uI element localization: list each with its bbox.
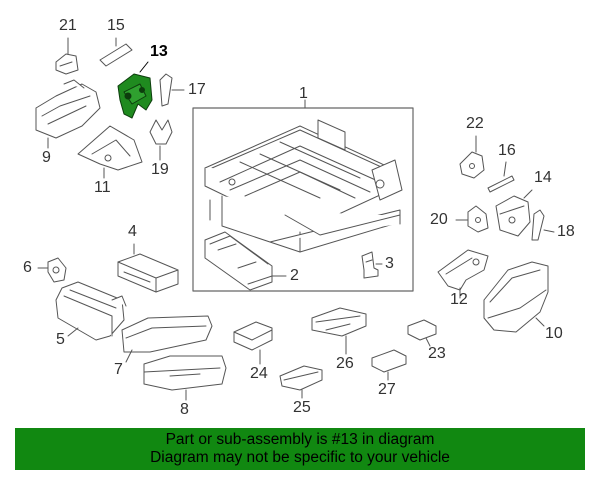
callout-5: 5 <box>56 331 65 348</box>
callout-1: 1 <box>299 85 308 102</box>
callout-25: 25 <box>293 399 311 416</box>
part-8-shape <box>143 355 227 391</box>
callout-19: 19 <box>151 161 169 178</box>
callout-7: 7 <box>114 361 123 378</box>
callout-16: 16 <box>498 142 516 159</box>
part-25-shape <box>279 365 323 391</box>
part-21-shape <box>55 53 79 75</box>
leader-13 <box>139 61 149 73</box>
callout-22: 22 <box>466 115 484 132</box>
callout-21: 21 <box>59 17 77 34</box>
callout-15: 15 <box>107 17 125 34</box>
part-20-shape <box>467 205 489 233</box>
part-16-shape <box>487 175 515 193</box>
part-10-shape <box>483 261 549 333</box>
callout-18: 18 <box>557 223 575 240</box>
seat-frame-box <box>192 107 414 292</box>
callout-3: 3 <box>385 255 394 272</box>
part-13-shape <box>117 73 153 119</box>
part-9-shape <box>35 79 101 139</box>
part-14-shape <box>495 195 531 237</box>
callout-14: 14 <box>534 169 552 186</box>
part-22-shape <box>459 151 485 179</box>
part-7-shape <box>121 315 213 353</box>
part-24-shape <box>233 321 273 351</box>
callout-27: 27 <box>378 381 396 398</box>
part-3-shape <box>361 251 379 279</box>
part-5-shape <box>55 281 127 341</box>
callout-17: 17 <box>188 81 206 98</box>
callout-20: 20 <box>430 211 448 228</box>
callout-8: 8 <box>180 401 189 418</box>
callout-24: 24 <box>250 365 268 382</box>
banner-line-1: Part or sub-assembly is #13 in diagram <box>165 431 435 448</box>
part-15-shape <box>99 43 133 67</box>
part-4-shape <box>117 253 179 293</box>
callout-2: 2 <box>290 267 299 284</box>
notice-banner: Part or sub-assembly is #13 in diagram D… <box>15 428 585 470</box>
seat-frame-shape <box>204 119 403 253</box>
callout-23: 23 <box>428 345 446 362</box>
part-23-shape <box>407 319 437 341</box>
callout-9: 9 <box>42 149 51 166</box>
callout-26: 26 <box>336 355 354 372</box>
part-11-shape <box>77 125 143 171</box>
banner-line-2: Diagram may not be specific to your vehi… <box>150 449 450 466</box>
part-27-shape <box>371 349 407 373</box>
callout-10: 10 <box>545 325 563 342</box>
callout-12: 12 <box>450 291 468 308</box>
part-6-shape <box>47 257 67 283</box>
part-18-shape <box>531 209 545 241</box>
part-12-shape <box>437 249 489 291</box>
part-17-shape <box>159 73 173 107</box>
part-2-shape <box>204 231 273 291</box>
callout-11: 11 <box>94 179 111 196</box>
part-19-shape <box>149 119 173 145</box>
callout-4: 4 <box>128 223 137 240</box>
part-26-shape <box>311 307 367 337</box>
callout-6: 6 <box>23 259 32 276</box>
callout-13: 13 <box>150 43 168 60</box>
